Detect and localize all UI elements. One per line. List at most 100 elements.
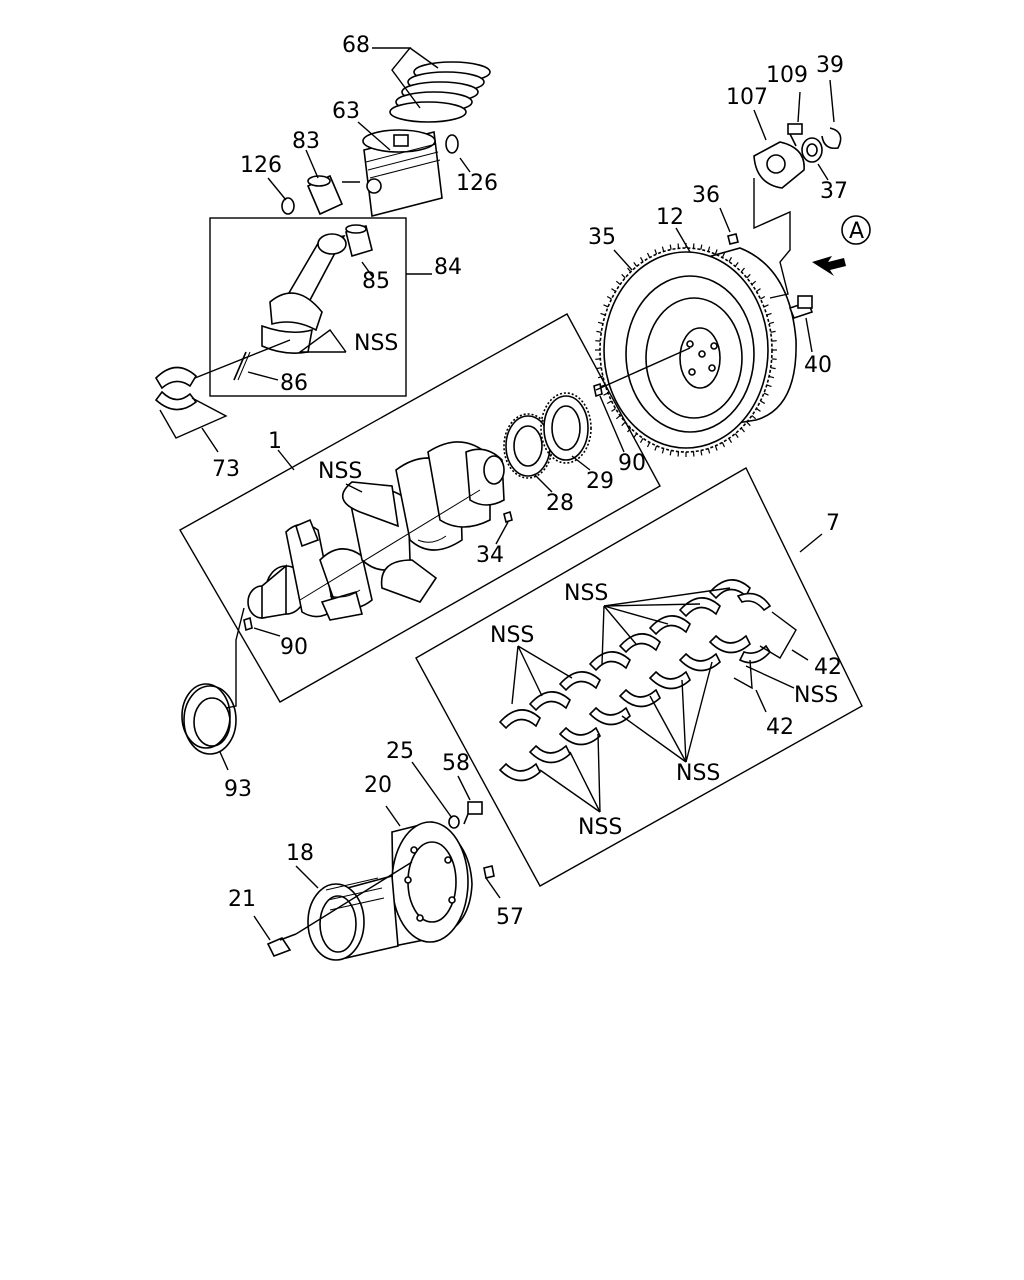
key-part-57[interactable] [483,865,495,879]
ring-gear-tooth [770,367,776,370]
ring-gear-tooth [646,442,651,448]
ring-gear-tooth [707,246,711,252]
piston-rings-part-68[interactable] [389,61,491,123]
ring-gear-tooth [633,262,638,267]
label-35: 35 [588,225,616,250]
ring-gear-teeth [595,243,777,457]
label-126-left: 126 [240,153,282,178]
crankshaft-part-1[interactable] [247,441,505,621]
leader-7 [799,533,823,553]
dowel-part-36[interactable] [727,233,739,245]
gear-part-29[interactable] [540,392,592,464]
pulley-part-18[interactable] [307,874,399,961]
label-86: 86 [280,371,308,396]
snap-ring-part-39[interactable] [821,127,842,150]
ring-gear-tooth [661,448,665,454]
rod-bushing-part-85[interactable] [345,224,373,258]
label-57: 57 [496,905,524,930]
ring-gear-tooth [669,450,672,456]
leader-73 [159,397,228,453]
ring-gear-tooth [734,262,739,267]
ring-gear-tooth [721,252,726,258]
ring-gear-tooth [615,415,621,420]
leader-1 [277,449,295,471]
ring-gear-tooth [760,295,766,300]
leaders-gears [533,455,591,493]
washer-part-25[interactable] [448,815,460,829]
ring-gear-tooth [596,367,602,370]
ring-gear-tooth [600,384,606,388]
ring-gear-tooth [646,252,651,258]
label-40: 40 [804,353,832,378]
ring-gear-tooth [770,330,776,333]
piston-part-63[interactable] [362,129,443,218]
label-42-lower: 42 [766,715,794,740]
ring-gear-tooth [766,384,772,388]
label-36: 36 [692,183,720,208]
main-bearing-lower-row[interactable] [498,634,772,782]
ring-gear-tooth [603,392,609,396]
bolt-part-58[interactable] [463,801,483,825]
bolt-part-40[interactable] [788,295,814,319]
leader-34 [495,521,509,545]
bolt-part-109[interactable] [787,123,803,147]
bolt-part-21[interactable] [266,933,297,958]
ring-gear-tooth [721,442,726,448]
ring-gear-tooth [728,257,733,262]
ring-gear-tooth [611,408,616,412]
label-63: 63 [332,99,360,124]
label-85: 85 [362,269,390,294]
leader-68 [372,47,439,109]
ring-gear-tooth [603,304,609,308]
snap-ring-part-126-right[interactable] [445,134,459,154]
damper-part-20[interactable] [391,821,473,947]
ring-gear-tooth [751,280,757,285]
bearing-part-37[interactable] [801,137,823,163]
ring-gear-tooth [597,375,604,379]
piston-pin-part-83[interactable] [306,174,344,216]
leader-90-rear [599,395,625,453]
label-18: 18 [286,841,314,866]
oil-seal-part-93[interactable] [181,683,237,755]
label-nss-bearing-lower: NSS [676,761,720,786]
ring-gear-tooth [746,421,751,427]
main-bearing-set-box [415,467,863,887]
label-25: 25 [386,739,414,764]
ring-gear-tooth [639,438,644,443]
ring-gear-tooth [768,375,775,379]
leader-63 [357,121,391,151]
ring-gear-tooth [763,304,769,308]
ring-gear-tooth [611,288,616,292]
connecting-rod-part[interactable] [261,233,347,354]
ring-gear-tooth [746,273,751,279]
ring-gear-tooth [615,280,621,285]
label-42-upper: 42 [814,655,842,680]
rod-bearing-part-73[interactable] [154,366,198,411]
ring-gear-tooth [768,321,775,325]
ring-gear-tooth [654,445,658,451]
bearing-retainer-part-107[interactable] [753,141,805,189]
label-126-right: 126 [456,171,498,196]
gear-part-28[interactable] [503,413,553,479]
ring-gear-tooth [621,273,626,279]
ring-gear-tooth [627,267,632,273]
leader-90-front [253,627,281,637]
callout-labels: 68 63 83 126 126 84 85 NSS 86 73 1 NSS 3… [212,33,864,930]
flywheel-part-12[interactable] [599,247,797,453]
key-part-34[interactable] [503,510,513,524]
pin-part-90-rear[interactable] [593,382,603,398]
ring-gear-tooth [606,400,612,405]
ring-gear-tooth [669,244,672,250]
label-nss-bearing-upper: NSS [564,581,608,606]
leaders-83-126 [267,149,471,201]
view-arrow-a[interactable] [812,215,871,276]
pin-part-90-front[interactable] [243,616,253,632]
rod-bolt-part-86[interactable] [233,351,251,381]
connecting-rod-assembly-box [209,217,407,397]
ring-gear-tooth [700,450,703,456]
label-12: 12 [656,205,684,230]
leaders-flywheel [595,207,731,391]
snap-ring-part-126-left[interactable] [281,197,295,215]
ring-gear-tooth [751,415,757,420]
